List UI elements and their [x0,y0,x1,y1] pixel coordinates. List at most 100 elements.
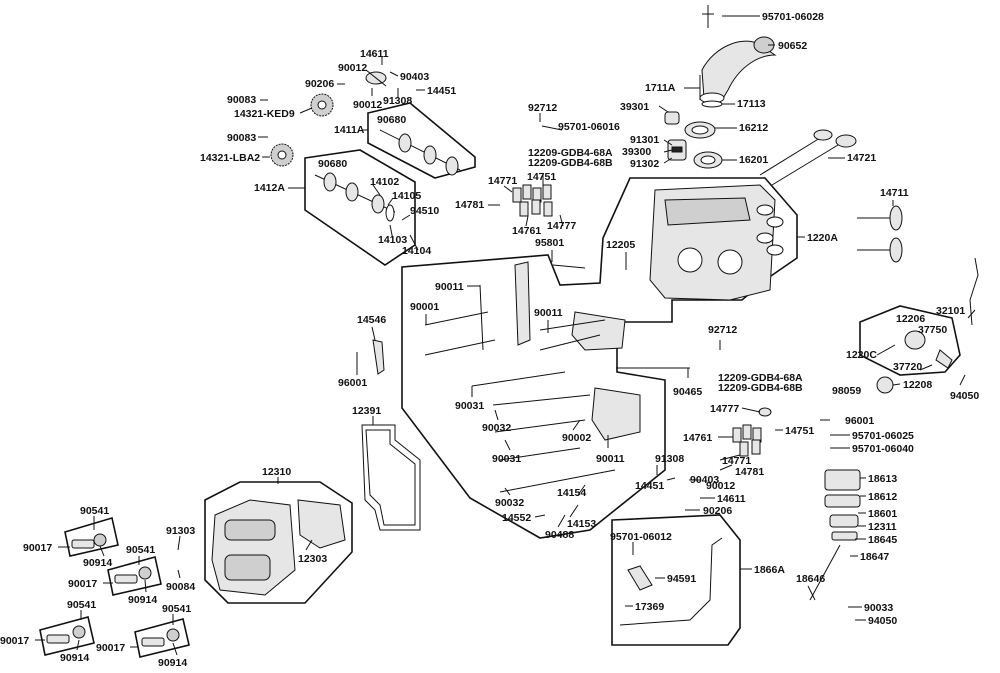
label-12209-gdb4-68b: 12209-GDB4-68B [528,157,613,169]
label-17369: 17369 [635,601,664,613]
label-96001-b: 96001 [845,415,874,427]
label-12391: 12391 [352,405,381,417]
label-18612: 18612 [868,491,897,503]
label-39300: 39300 [622,146,651,158]
label-1412A: 1412A [254,182,285,194]
label-14711: 14711 [880,187,909,199]
group-outlines [39,102,961,658]
part-labels: 95701-06028 90652 1711A 17113 39301 1621… [0,11,979,669]
label-14771-b: 14771 [722,455,751,467]
label-12209-gdb4-68a-b: 12209-GDB4-68A [718,372,803,384]
label-90914-d: 90914 [158,657,187,669]
label-90011: 90011 [435,281,464,293]
label-91303: 91303 [166,525,195,537]
label-90012-b: 90012 [353,99,382,111]
label-90017-b: 90017 [68,578,97,590]
label-90541-c: 90541 [67,599,96,611]
label-90002: 90002 [562,432,591,444]
label-16212: 16212 [739,122,768,134]
label-14546: 14546 [357,314,386,326]
label-95701-06012: 95701-06012 [610,531,672,543]
label-91302: 91302 [630,158,659,170]
label-18613: 18613 [868,473,897,485]
label-90914-c: 90914 [60,652,89,664]
label-1411A: 1411A [334,124,365,136]
label-14451-b: 14451 [635,480,664,492]
label-90032: 90032 [482,422,511,434]
label-18645: 18645 [868,534,897,546]
label-1866A: 1866A [754,564,785,576]
label-90017-a: 90017 [23,542,52,554]
label-18647: 18647 [860,551,889,563]
label-90012: 90012 [338,62,367,74]
label-37750: 37750 [918,324,947,336]
label-90017-c: 90017 [0,635,29,647]
label-12209-gdb4-68a: 12209-GDB4-68A [528,147,613,159]
label-90017-d: 90017 [96,642,125,654]
label-90680: 90680 [377,114,406,126]
label-14611-b: 14611 [717,493,746,505]
label-18646: 18646 [796,573,825,585]
label-14751: 14751 [527,171,556,183]
label-90680-b: 90680 [318,158,347,170]
label-90011-b: 90011 [534,307,563,319]
label-95801: 95801 [535,237,564,249]
label-91308: 91308 [383,95,412,107]
label-14751-b: 14751 [785,425,814,437]
label-90541-b: 90541 [126,544,155,556]
label-18601: 18601 [868,508,897,520]
label-14105: 14105 [392,190,421,202]
label-96001: 96001 [338,377,367,389]
label-90206-b: 90206 [703,505,732,517]
label-91308-b: 91308 [655,453,684,465]
label-90083: 90083 [227,94,256,106]
label-90914-b: 90914 [128,594,157,606]
label-90084: 90084 [166,581,195,593]
label-95701-06025: 95701-06025 [852,430,914,442]
label-14451: 14451 [427,85,456,97]
label-94591: 94591 [667,573,696,585]
label-90031: 90031 [455,400,484,412]
label-14102: 14102 [370,176,399,188]
label-94510: 94510 [410,205,439,217]
label-14721: 14721 [847,152,876,164]
label-12208: 12208 [903,379,932,391]
label-90488: 90488 [545,529,574,541]
label-14321-ked9: 14321-KED9 [234,108,295,120]
label-90541-d: 90541 [162,603,191,615]
label-12209-gdb4-68b-b: 12209-GDB4-68B [718,382,803,394]
label-91301: 91301 [630,134,659,146]
label-1711A: 1711A [645,82,676,94]
label-14104: 14104 [402,245,431,257]
label-95701-06028: 95701-06028 [762,11,824,23]
label-14761-b: 14761 [683,432,712,444]
label-12206: 12206 [896,313,925,325]
label-90541-a: 90541 [80,505,109,517]
label-90011-c: 90011 [596,453,625,465]
label-14552: 14552 [502,512,531,524]
label-14103: 14103 [378,234,407,246]
label-39301: 39301 [620,101,649,113]
label-1220A: 1220A [807,232,838,244]
label-14781: 14781 [455,199,484,211]
label-14611: 14611 [360,48,389,60]
label-14777: 14777 [547,220,576,232]
label-16201: 16201 [739,154,768,166]
label-98059: 98059 [832,385,861,397]
label-12311: 12311 [868,521,897,533]
label-95701-06040: 95701-06040 [852,443,914,455]
label-1220C: 1220C [846,349,877,361]
label-14777-b: 14777 [710,403,739,415]
label-92712-b: 92712 [708,324,737,336]
label-12205: 12205 [606,239,635,251]
label-32101: 32101 [936,305,965,317]
label-94050-b: 94050 [868,615,897,627]
label-90012-c: 90012 [706,480,735,492]
label-90001: 90001 [410,301,439,313]
label-14771: 14771 [488,175,517,187]
label-90403: 90403 [400,71,429,83]
label-14321-lba2: 14321-LBA2 [200,152,260,164]
label-95701-06016: 95701-06016 [558,121,620,133]
label-90914-a: 90914 [83,557,112,569]
